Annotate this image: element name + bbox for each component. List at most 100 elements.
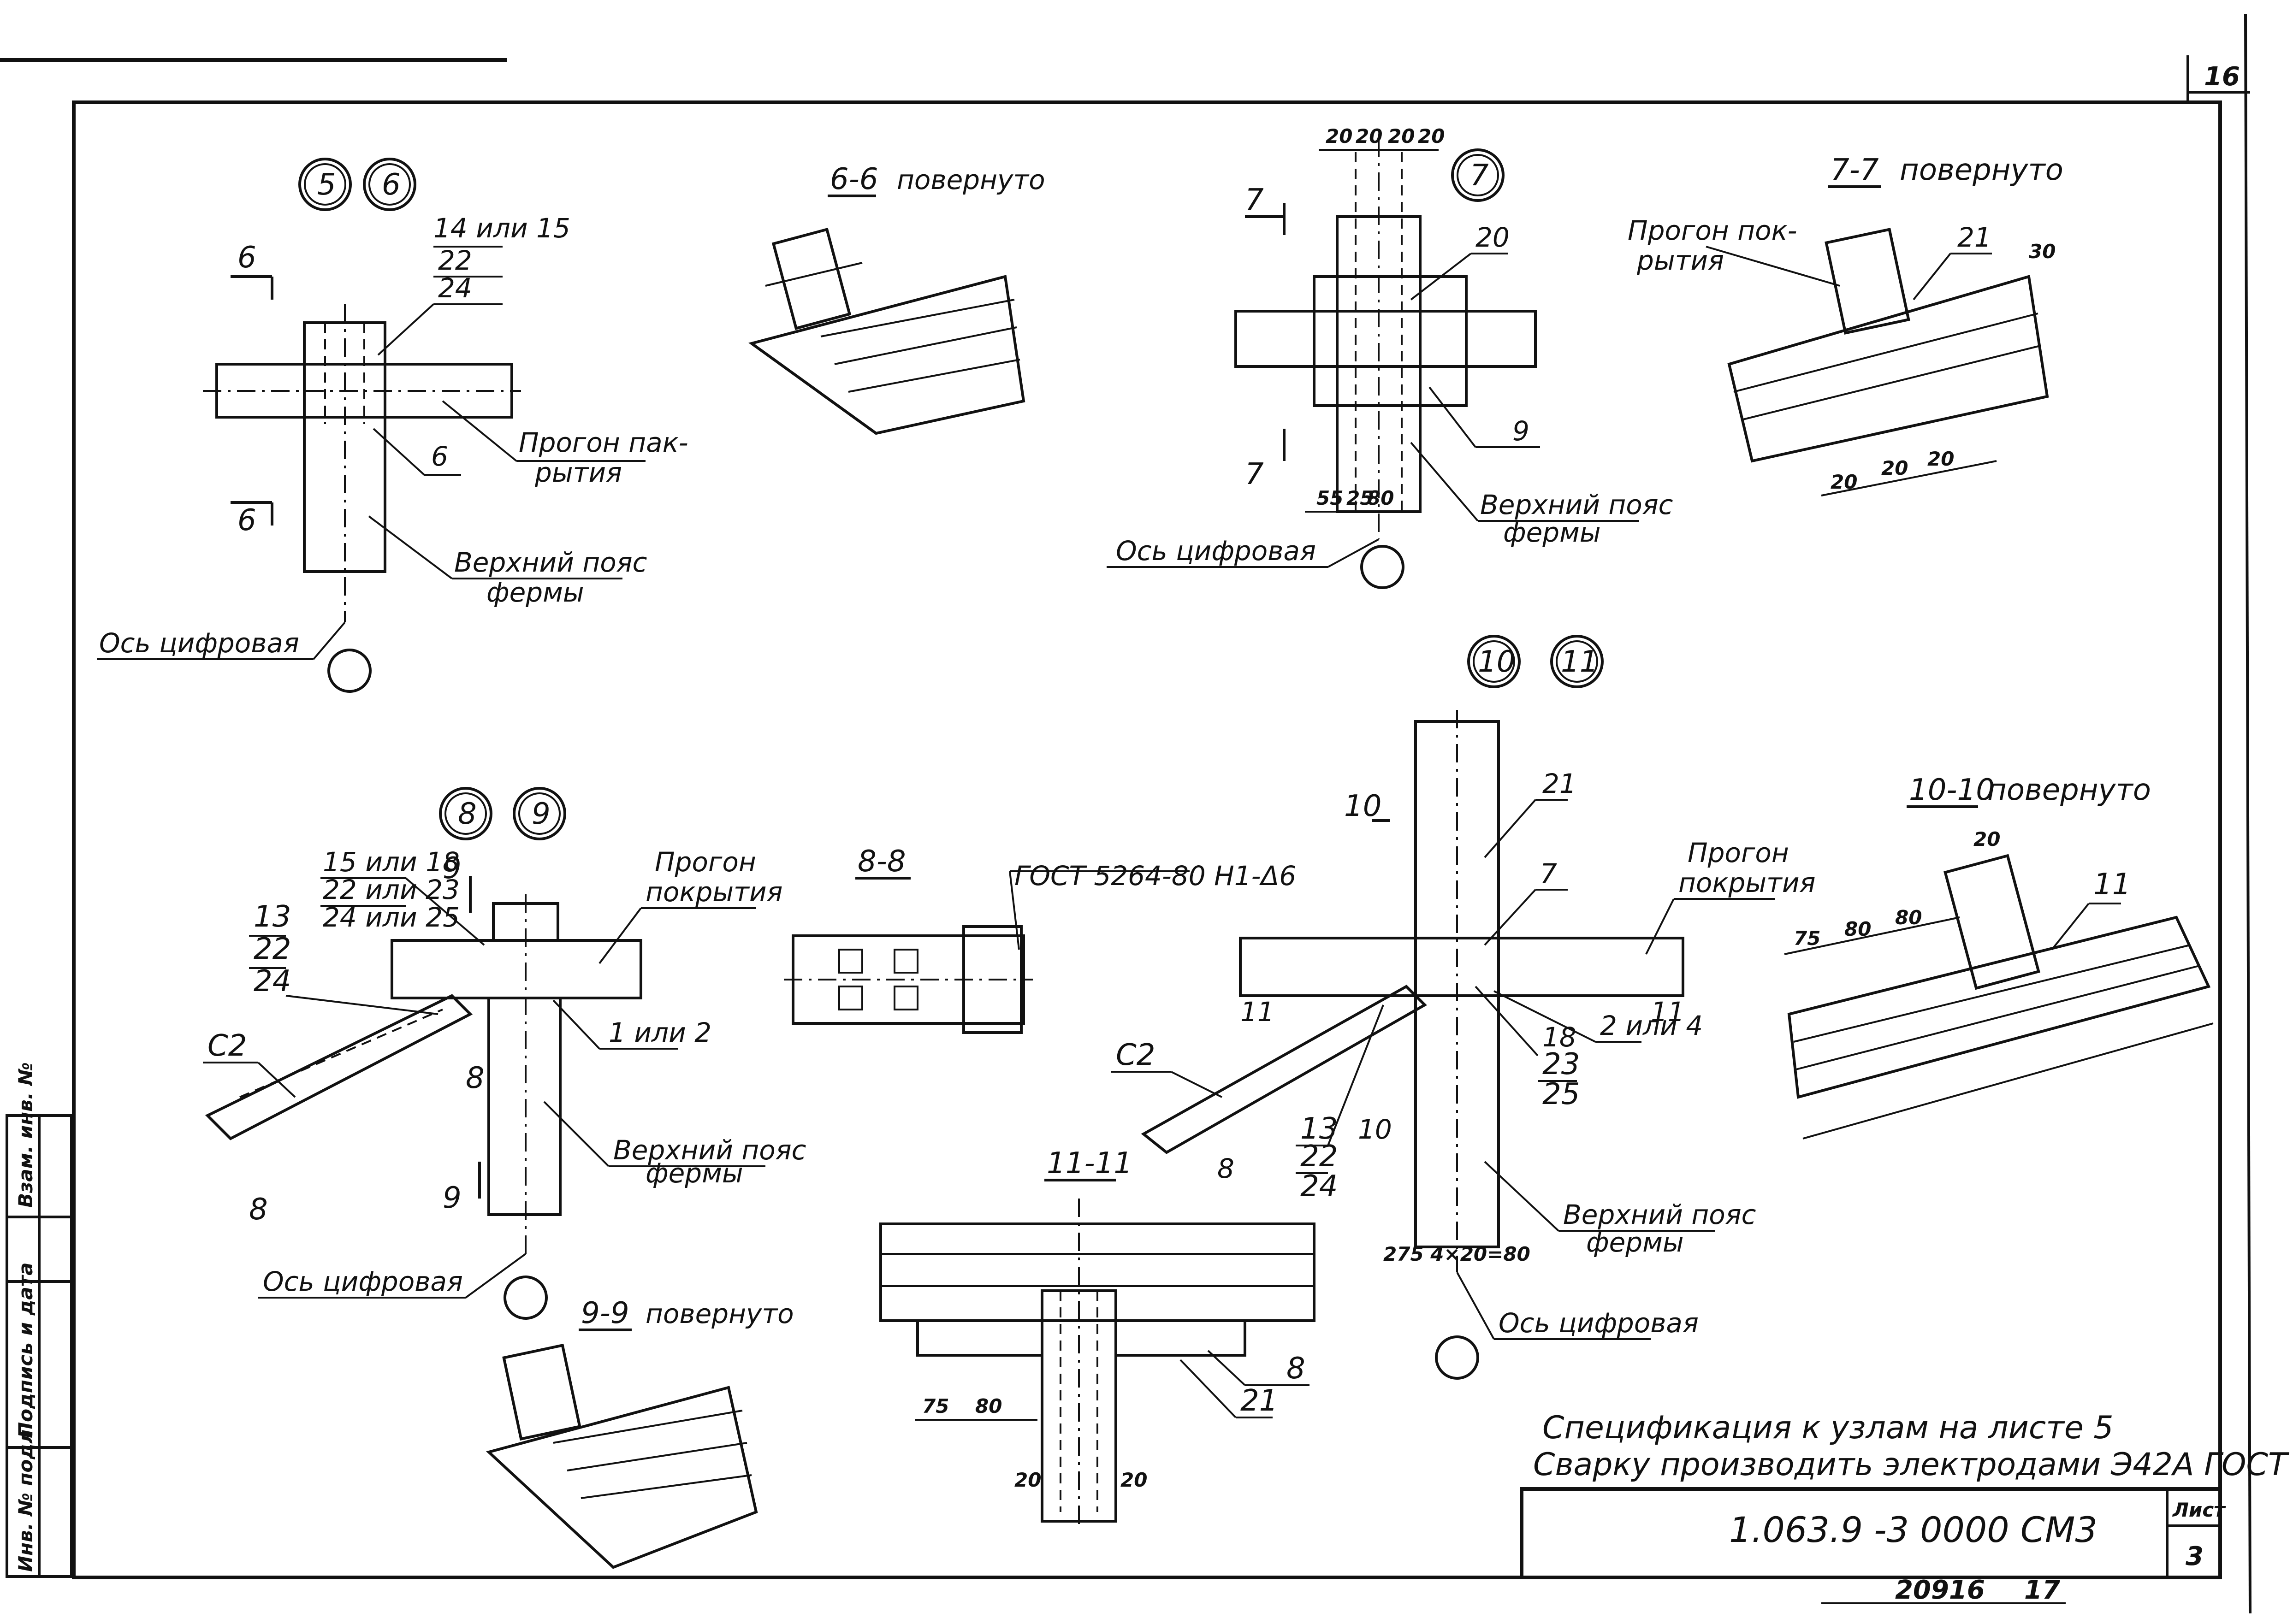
label-6: 6 <box>431 441 448 472</box>
c2-label: С2 <box>207 1029 247 1063</box>
dims-bottom: 275 4×20=80 <box>1383 1243 1530 1265</box>
node-8-9: 8 9 9 9 8 8 15 или 18 22 или 23 24 или 2… <box>203 787 806 1320</box>
stiffener-left <box>916 1319 1043 1357</box>
plate <box>1313 275 1468 407</box>
purlin-body <box>1239 937 1684 997</box>
view-10-10-word: повернуто <box>1987 773 2151 807</box>
view-11-11: 11-11 75 80 8 21 20 20 <box>879 1146 1315 1530</box>
callout-b: 22 или 23 <box>323 874 460 905</box>
chord-label-2: фермы <box>1586 1227 1684 1258</box>
view-6-6-num: 6-6 <box>830 162 878 196</box>
label-8: 8 <box>1286 1352 1305 1386</box>
node-marker-8 <box>439 787 492 840</box>
label-21: 21 <box>1957 222 1991 253</box>
view-9-9-word: повернуто <box>646 1298 794 1329</box>
axis-bubble <box>1435 1335 1479 1380</box>
dim-bottom-55: 55 <box>1316 487 1343 509</box>
sheet-code: 1.063.9 -3 0000 СМ3 <box>1729 1509 2097 1550</box>
view-7-7-num: 7-7 <box>1831 153 1879 187</box>
node-10-11: 10 11 10 10 21 7 Прогон покрытия 11 11 2… <box>1111 635 1815 1380</box>
notes: Спецификация к узлам на листе 5 Сварку п… <box>1533 1410 2293 1483</box>
dim-top-3: 20 <box>1388 125 1415 148</box>
title-block: 1.063.9 -3 0000 СМ3 Лист 3 20916 17 <box>1520 1487 2226 1605</box>
note-line-2: Сварку производить электродами Э42А ГОСТ… <box>1533 1447 2293 1483</box>
callout-24: 24 <box>438 272 472 304</box>
note-line-1: Спецификация к узлам на листе 5 <box>1542 1410 2114 1446</box>
node-marker-9 <box>513 787 566 840</box>
node-marker-11-label: 11 <box>1561 645 1598 679</box>
c2-label: С2 <box>1116 1038 1155 1072</box>
purlin-elev <box>879 1222 1315 1322</box>
node-marker-8-label: 8 <box>458 797 477 831</box>
view-9-9-num: 9-9 <box>581 1296 629 1330</box>
side-inv-podl: Инв. № подл. <box>14 1422 37 1572</box>
view-8-8: 8-8 ГОСТ 5264-80 Н1-Δ6 <box>784 844 1296 1034</box>
view-6-6-word: повернуто <box>897 164 1045 195</box>
dim-80: 80 <box>975 1395 1002 1417</box>
label-11: 11 <box>2093 868 2131 902</box>
archive-suffix: 17 <box>2024 1575 2060 1605</box>
callout-22: 22 <box>438 245 472 276</box>
left-24: 24 <box>254 964 291 998</box>
label-9: 9 <box>1512 415 1529 447</box>
label-21: 21 <box>1240 1384 1278 1418</box>
dim-80-b: 80 <box>1895 906 1922 929</box>
callout-14-15: 14 или 15 <box>433 213 570 244</box>
axis-label: Ось цифровая <box>1116 535 1316 567</box>
view-11-11-title: 11-11 <box>1047 1146 1132 1181</box>
axis-label: Ось цифровая <box>1499 1307 1699 1339</box>
chord-label-1: Верхний пояс <box>613 1134 806 1166</box>
label-11-right: 11 <box>1651 996 1685 1028</box>
node-marker-10 <box>1467 635 1521 688</box>
label-10-top: 10 <box>1344 789 1381 823</box>
dim-bottom-right: 20 <box>1120 1469 1147 1491</box>
axis-label: Ось цифровая <box>99 627 299 659</box>
label-8: 8 <box>1217 1153 1234 1184</box>
list-label: Лист <box>2172 1499 2226 1521</box>
view-7-7: 7-7 повернуто Прогон пок- рытия 21 30 20… <box>1628 153 2063 496</box>
section-7-top: 7 <box>1245 183 1264 217</box>
node-marker-11 <box>1550 635 1604 688</box>
right-23: 23 <box>1542 1047 1580 1081</box>
label-21: 21 <box>1542 768 1576 799</box>
view-7-7-word: повернуто <box>1900 153 2063 187</box>
node-marker-7-label: 7 <box>1470 159 1489 193</box>
left-22: 22 <box>1300 1140 1338 1174</box>
chord-label-2: фермы <box>646 1157 743 1189</box>
node-marker-9-label: 9 <box>532 797 551 831</box>
dim-30: 30 <box>2029 240 2056 263</box>
section-9-bottom: 9 <box>443 1181 462 1215</box>
purlin-section <box>502 1343 581 1441</box>
chord-body <box>1336 215 1422 513</box>
rafter <box>486 1386 758 1569</box>
side-strip: Взам. инв. № Подпись и дата Инв. № подл. <box>6 1062 73 1578</box>
sheet-frame: 16 <box>0 13 2252 1614</box>
dim-75: 75 <box>922 1395 949 1417</box>
archive-number: 20916 <box>1895 1575 1985 1605</box>
left-13: 13 <box>1300 1112 1338 1146</box>
node-marker-5-label: 5 <box>317 168 336 202</box>
node-marker-10-label: 10 <box>1478 645 1515 679</box>
rafter <box>1787 915 2211 1099</box>
side-vzam: Взам. инв. № <box>14 1062 37 1208</box>
brace-c2 <box>1141 985 1427 1154</box>
purlin-body <box>1234 310 1537 368</box>
view-10-10-num: 10-10 <box>1909 773 1995 807</box>
left-24: 24 <box>1300 1169 1338 1204</box>
purlin-section <box>771 228 852 330</box>
left-22: 22 <box>254 932 291 966</box>
purlin-section <box>1825 228 1910 335</box>
axis-bubble <box>504 1276 548 1320</box>
right-25: 25 <box>1542 1077 1580 1111</box>
chord-label-2: фермы <box>1503 517 1601 548</box>
left-13: 13 <box>254 900 291 934</box>
right-18: 18 <box>1542 1022 1576 1053</box>
stiffener-right <box>1114 1319 1246 1357</box>
callout-a: 15 или 18 <box>323 846 460 878</box>
label-20: 20 <box>1475 222 1510 253</box>
view-6-6: 6-6 повернуто <box>748 162 1045 435</box>
node-7: 7 20 20 20 20 7 7 20 9 55 25 80 Верхний … <box>1107 125 1673 589</box>
dim-bottom-left: 20 <box>1014 1469 1041 1491</box>
purlin-label-2: рытия <box>534 457 622 488</box>
